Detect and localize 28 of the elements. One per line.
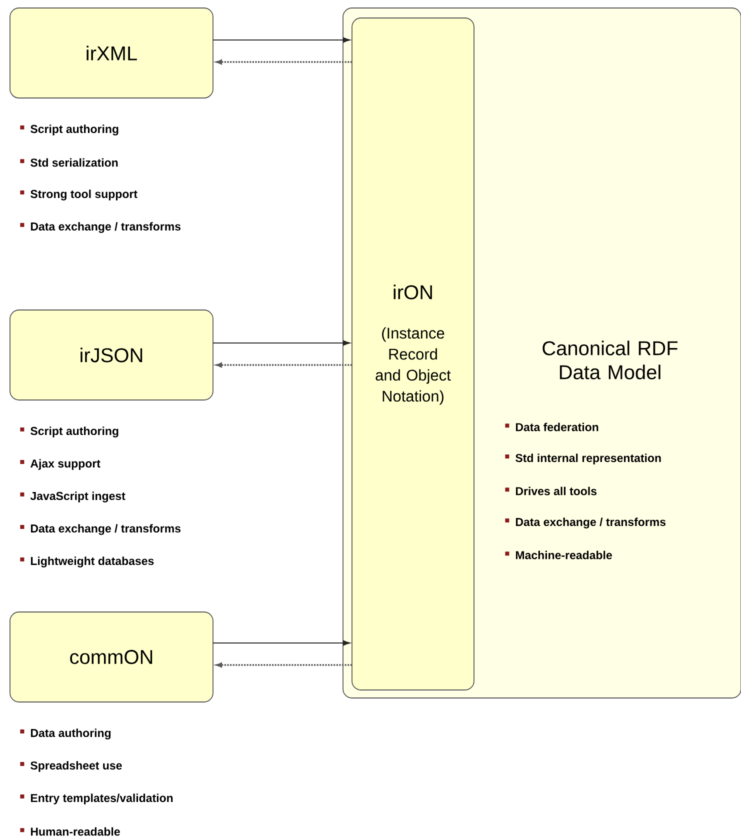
arrow — [216, 662, 352, 668]
bullet-point: Strong tool support — [20, 190, 138, 200]
arrow — [212, 640, 350, 646]
format-box: irJSON — [10, 310, 214, 400]
arrow — [216, 362, 352, 368]
bullet-point: Script authoring — [20, 124, 118, 136]
arrow — [216, 60, 352, 64]
bullet-point: Entry templates/validation — [20, 794, 173, 804]
bullet-point: Lightweight databases — [20, 556, 154, 568]
bullet-point: Std internal representation — [505, 454, 661, 464]
bullet-point: Machine-readable — [505, 550, 612, 560]
bullet-point: Data federation — [505, 422, 598, 432]
bullet-point: Data exchange / transforms — [20, 222, 181, 233]
bullet-point: Drives all tools — [505, 486, 597, 496]
bullet-point: Script authoring — [20, 426, 118, 438]
bullet-point: Data authoring — [20, 728, 111, 740]
notation-box: irON (Instance Record and Object Notation) — [352, 18, 474, 690]
bullet-point: JavaScript ingest — [20, 492, 126, 502]
arrow — [212, 37, 350, 43]
bullet-point: Spreadsheet use — [20, 761, 122, 772]
bullet-point: Std serialization — [20, 158, 118, 167]
bullet-point: Data exchange / transforms — [505, 518, 666, 528]
format-box: commON — [10, 612, 214, 702]
bullet-point: Data exchange / transforms — [20, 524, 181, 535]
arrow — [212, 340, 350, 346]
bullet-point: Ajax support — [20, 459, 100, 470]
format-box: irXML — [10, 8, 214, 98]
bullet-point: Human-readable — [20, 827, 120, 836]
